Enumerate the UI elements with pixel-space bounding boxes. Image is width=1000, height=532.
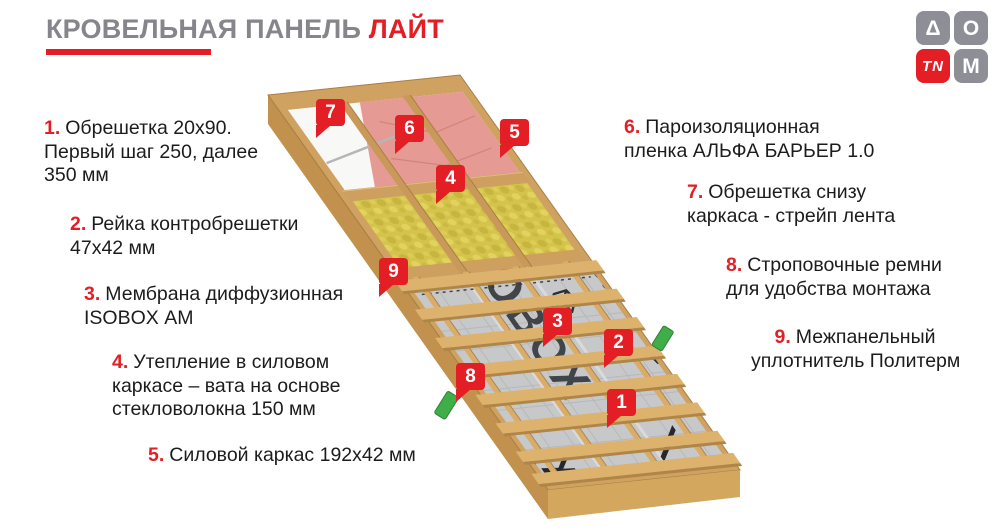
logo-cell-d: Δ — [916, 11, 950, 45]
annotation-item-4: 4.Утепление в силовом каркасе – вата на … — [112, 351, 341, 420]
membrane-gray — [405, 261, 729, 482]
title-underline — [46, 49, 211, 55]
annotation-item-8: 8.Строповочные ремни для удобства монтаж… — [726, 254, 942, 300]
lifting-straps — [434, 325, 674, 420]
annotation-item-1: 1.Обрешетка 20х90. Первый шаг 250, далее… — [44, 117, 259, 186]
battens — [394, 260, 743, 487]
panel-marker-8: 8 — [456, 363, 485, 402]
annotation-item-7: 7.Обрешетка снизу каркаса - стрейп лента — [687, 181, 896, 227]
brand-logo: Δ О TN М — [916, 11, 988, 83]
panel-marker-4: 4 — [436, 165, 465, 204]
annotation-item-6: 6.Пароизоляционная пленка АЛЬФА БАРЬЕР 1… — [624, 116, 875, 162]
panel-marker-6: 6 — [395, 115, 424, 154]
annotation-item-2: 2.Рейка контробрешетки 47х42 мм — [70, 213, 299, 259]
panel-marker-3: 3 — [543, 308, 572, 347]
annotation-item-5: 5.Силовой каркас 192х42 мм — [148, 444, 416, 466]
insulation-layer — [350, 180, 578, 272]
panel-marker-5: 5 — [500, 119, 529, 158]
panel-marker-1: 1 — [607, 389, 636, 428]
logo-cell-m: М — [954, 49, 988, 83]
page-title-main: КРОВЕЛЬНАЯ ПАНЕЛЬ — [46, 14, 362, 44]
panel-side-face-left — [268, 95, 548, 519]
panel-marker-9: 9 — [379, 258, 408, 297]
panel-marker-7: 7 — [316, 99, 345, 138]
frame-rib — [402, 95, 533, 268]
annotation-item-3: 3.Мембрана диффузионная ISOBOX АМ — [84, 283, 344, 329]
battens-layer — [393, 258, 742, 487]
logo-cell-tn: TN — [916, 49, 950, 83]
page-title: КРОВЕЛЬНАЯ ПАНЕЛЬ ЛАЙТ — [46, 14, 444, 45]
annotation-item-9: 9.Межпанельный уплотнитель Политерм — [751, 326, 961, 372]
panel-end-face — [548, 470, 740, 519]
logo-cell-o: О — [954, 11, 988, 45]
panel-marker-2: 2 — [604, 329, 633, 368]
frame-rib — [338, 101, 469, 275]
page-title-accent: ЛАЙТ — [368, 14, 444, 44]
